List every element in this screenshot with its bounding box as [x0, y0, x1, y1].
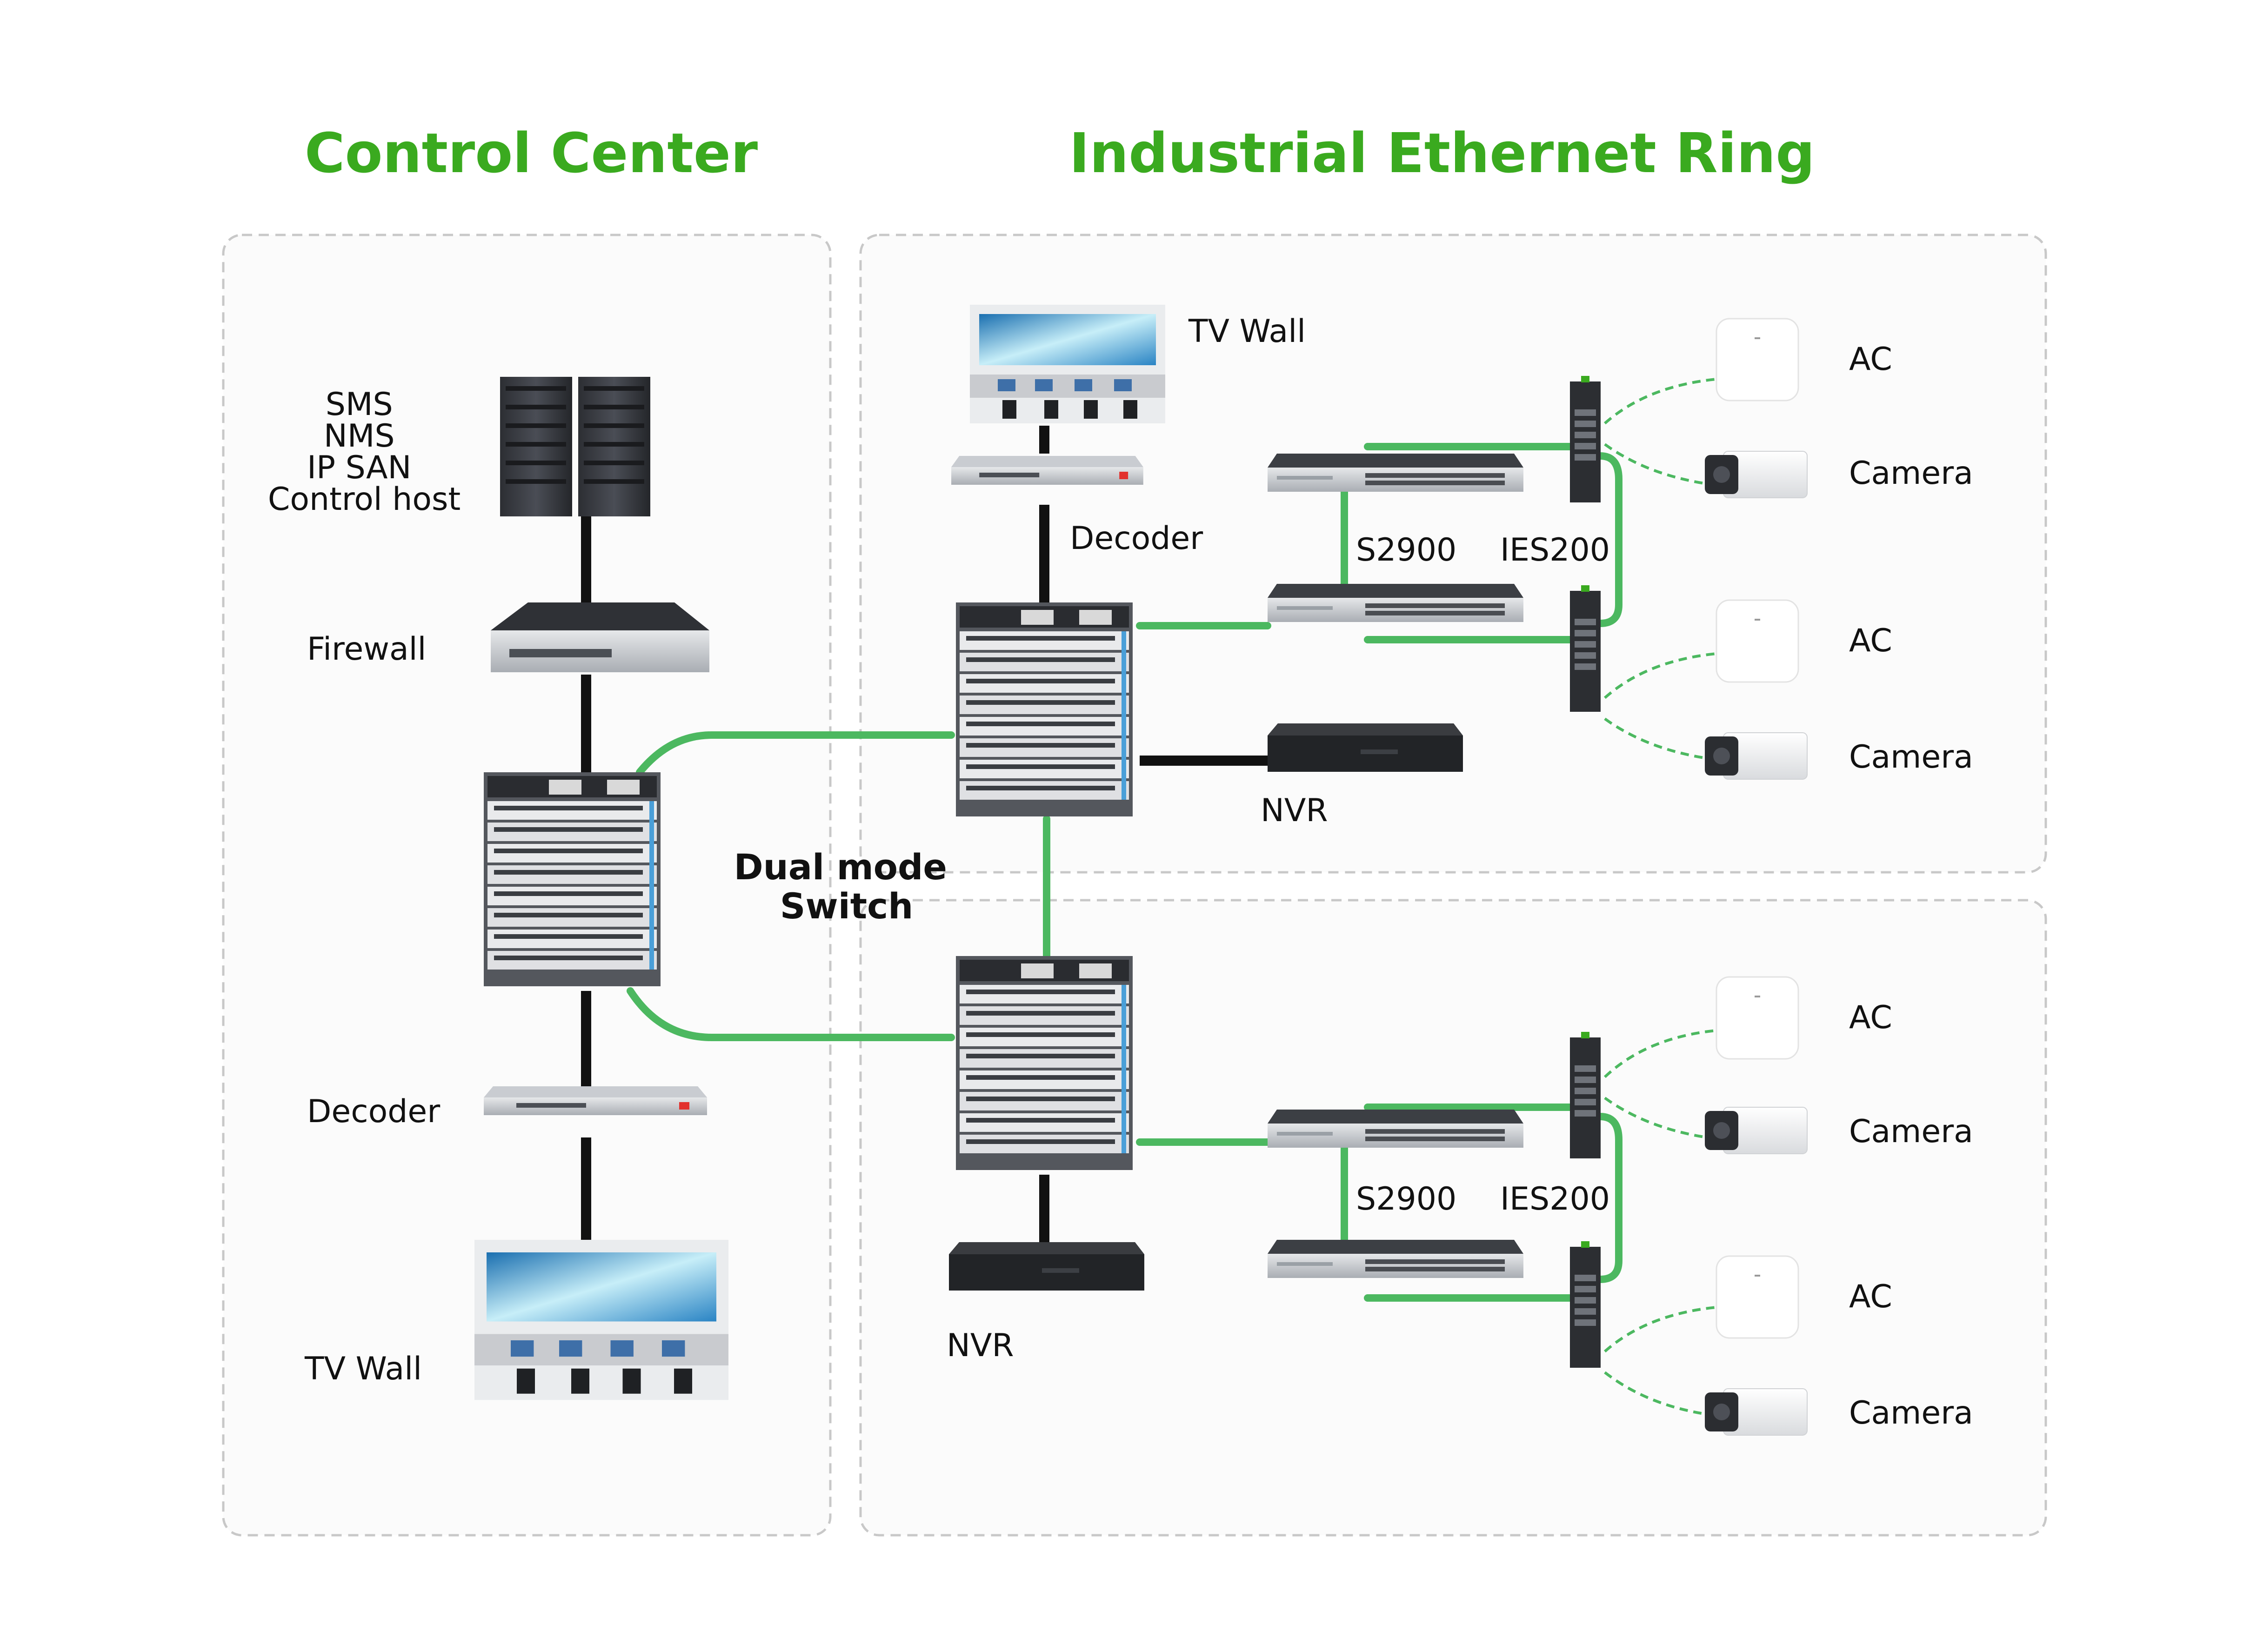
- server-rack-icon: [500, 377, 650, 516]
- firewall-label: Firewall: [307, 631, 426, 668]
- tv-wall-icon: [970, 305, 1165, 423]
- access-point-icon: [1716, 1255, 1799, 1339]
- access-switch-icon: [1268, 1240, 1523, 1278]
- decoder-icon: [484, 1086, 707, 1115]
- dual-mode-line1: Dual mode: [734, 846, 947, 888]
- control-center-title: Control Center: [305, 121, 758, 185]
- ring-top-camera1-label: Camera: [1849, 455, 1973, 492]
- camera-icon: [1704, 732, 1808, 780]
- industrial-switch-icon: [1570, 585, 1601, 712]
- industrial-switch-icon: [1570, 1241, 1601, 1368]
- chassis-switch-icon: [956, 956, 1133, 1170]
- ring-bottom-nvr-label: NVR: [947, 1327, 1014, 1364]
- decoder-label: Decoder: [307, 1093, 440, 1130]
- ring-bottom-camera2-label: Camera: [1849, 1395, 1973, 1431]
- ring-top-ac2-label: AC: [1849, 622, 1892, 659]
- access-switch-icon: [1268, 454, 1523, 492]
- server-label-ipsan: IP SAN: [307, 449, 412, 486]
- ring-top-tv-wall-label: TV Wall: [1188, 313, 1306, 350]
- ring-top-ac1-label: AC: [1849, 341, 1892, 378]
- industrial-switch-icon: [1570, 376, 1601, 502]
- ring-bottom-camera1-label: Camera: [1849, 1113, 1973, 1150]
- access-point-icon: [1716, 318, 1799, 401]
- chassis-switch-icon: [484, 772, 661, 986]
- tv-wall-label: TV Wall: [304, 1351, 422, 1387]
- ring-top-camera2-label: Camera: [1849, 739, 1973, 776]
- server-label-nms: NMS: [324, 418, 395, 455]
- access-point-icon: [1716, 599, 1799, 683]
- ring-bottom-s2900-label: S2900: [1356, 1181, 1456, 1217]
- access-switch-icon: [1268, 1110, 1523, 1148]
- wireless-links: [1603, 378, 1717, 1416]
- chassis-switch-icon: [956, 602, 1133, 816]
- camera-icon: [1704, 451, 1808, 498]
- ring-top-decoder-label: Decoder: [1070, 520, 1203, 557]
- industrial-switch-icon: [1570, 1032, 1601, 1158]
- ring-top-s2900-label: S2900: [1356, 532, 1456, 569]
- server-label: SMS NMS IP SAN Control host: [268, 386, 461, 518]
- green-links: [627, 443, 1622, 1302]
- access-switch-icon: [1268, 584, 1523, 622]
- tv-wall-icon: [474, 1240, 728, 1400]
- access-point-icon: [1716, 976, 1799, 1060]
- camera-icon: [1704, 1388, 1808, 1436]
- decoder-icon: [951, 456, 1143, 485]
- firewall-icon: [491, 602, 709, 672]
- server-label-sms: SMS: [326, 386, 393, 423]
- ring-top-nvr-label: NVR: [1261, 792, 1328, 829]
- ring-bottom-ac1-label: AC: [1849, 999, 1892, 1036]
- server-label-control-host: Control host: [268, 481, 461, 518]
- dual-mode-label: Dual mode Switch: [734, 846, 960, 927]
- dual-mode-line2: Switch: [780, 885, 913, 927]
- nvr-icon: [1268, 723, 1463, 772]
- nvr-icon: [949, 1242, 1144, 1291]
- ring-bottom-ies200-label: IES200: [1500, 1181, 1610, 1217]
- camera-icon: [1704, 1107, 1808, 1154]
- black-wires: [581, 426, 1268, 1247]
- ring-bottom-ac2-label: AC: [1849, 1278, 1892, 1315]
- industrial-ring-title: Industrial Ethernet Ring: [1069, 121, 1815, 185]
- ring-top-ies200-label: IES200: [1500, 532, 1610, 569]
